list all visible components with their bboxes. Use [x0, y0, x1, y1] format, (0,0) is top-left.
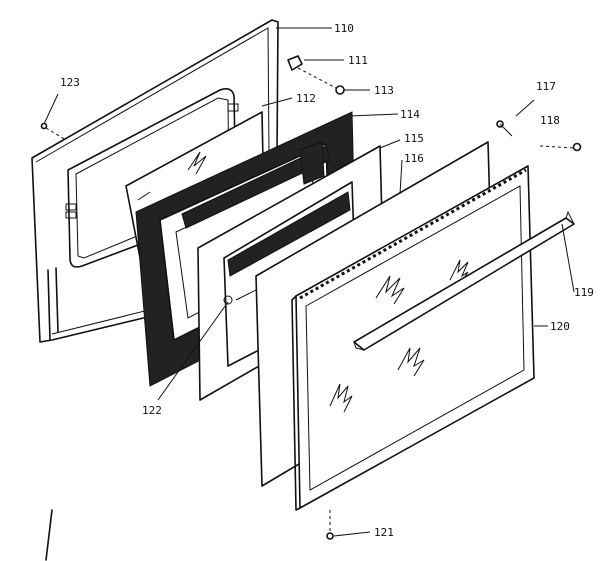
callout-116: 116 — [404, 152, 424, 165]
callout-119: 119 — [574, 286, 594, 299]
callout-112: 112 — [296, 92, 316, 105]
callout-118: 118 — [540, 114, 560, 127]
callout-110: 110 — [334, 22, 354, 35]
callout-111: 111 — [348, 54, 368, 67]
callout-120: 120 — [550, 320, 570, 333]
door-handle-119 — [353, 210, 575, 351]
callout-113: 113 — [374, 84, 394, 97]
screw-117 — [496, 120, 513, 137]
callout-122: 122 — [142, 404, 162, 417]
screw-121 — [326, 510, 334, 540]
leader-lines — [43, 27, 575, 537]
callout-labels: 110 111 112 113 114 115 116 117 118 119 … — [60, 22, 594, 539]
screw-123 — [40, 122, 67, 141]
hinge-bracket-111 — [287, 55, 337, 89]
callout-123: 123 — [60, 76, 80, 89]
callout-121: 121 — [374, 526, 394, 539]
screw-118 — [539, 142, 582, 152]
screw-113 — [335, 85, 345, 95]
callout-114: 114 — [400, 108, 420, 121]
callout-115: 115 — [404, 132, 424, 145]
callout-117: 117 — [536, 80, 556, 93]
scan-mark — [45, 509, 53, 561]
outer-door-panel-120 — [291, 165, 535, 511]
